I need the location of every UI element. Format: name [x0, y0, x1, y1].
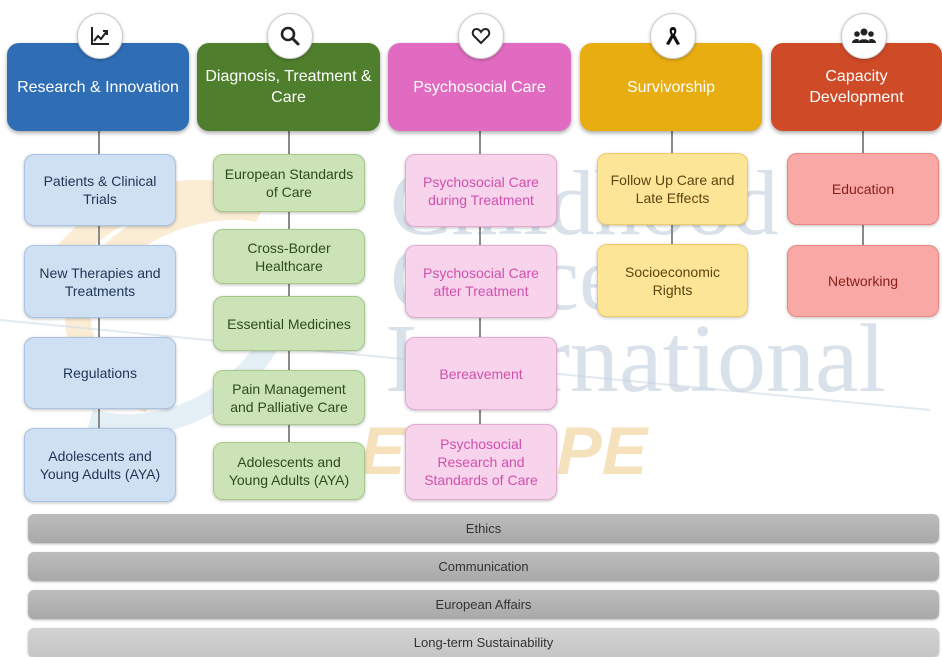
group-icon	[841, 13, 887, 59]
search-icon	[267, 13, 313, 59]
pillar-title: Survivorship	[626, 78, 716, 96]
item-psychosocial-during: Psychosocial Care during Treatment	[405, 154, 557, 227]
item-patients-clinical-trials: Patients & Clinical Trials	[24, 154, 176, 226]
item-label: Pain Management and Palliative Care	[230, 380, 348, 415]
item-label: Bereavement	[439, 365, 523, 382]
crosscutting-bar-sustainability: Long-term Sustainability	[28, 628, 939, 657]
item-label: Patients & Clinical Trials	[43, 173, 157, 207]
item-pain-management: Pain Management and Palliative Care	[213, 370, 365, 425]
pillar-title: Psychosocial Care	[413, 78, 546, 96]
ribbon-icon	[650, 13, 696, 59]
item-label: New Therapies and Treatments	[39, 264, 161, 299]
item-label: Psychosocial Research and Standards of C…	[424, 436, 538, 488]
item-label: Socioeconomic Rights	[625, 263, 720, 298]
item-european-standards: European Standards of Care	[213, 154, 365, 212]
bar-label: European Affairs	[435, 597, 532, 612]
item-label: Psychosocial Care after Treatment	[423, 264, 539, 299]
item-essential-medicines: Essential Medicines	[213, 296, 365, 351]
crosscutting-bar-ethics: Ethics	[28, 514, 939, 543]
item-label: Cross-Border Healthcare	[247, 239, 331, 274]
item-regulations: Regulations	[24, 337, 176, 409]
item-aya-research: Adolescents and Young Adults (AYA)	[24, 428, 176, 502]
item-label: Networking	[827, 273, 899, 289]
bar-label: Communication	[438, 559, 529, 574]
item-bereavement: Bereavement	[405, 337, 557, 410]
bar-label: Ethics	[465, 521, 502, 536]
item-label: Regulations	[63, 365, 137, 381]
item-education: Education	[787, 153, 939, 225]
item-new-therapies: New Therapies and Treatments	[24, 245, 176, 318]
item-label: Essential Medicines	[227, 315, 351, 332]
pillar-title: Capacity Development	[809, 68, 904, 106]
pillar-title: Research & Innovation	[17, 78, 179, 96]
item-networking: Networking	[787, 245, 939, 317]
crosscutting-bar-communication: Communication	[28, 552, 939, 581]
item-socioeconomic-rights: Socioeconomic Rights	[597, 244, 748, 317]
crosscutting-bar-european-affairs: European Affairs	[28, 590, 939, 619]
item-aya-diagnosis: Adolescents and Young Adults (AYA)	[213, 442, 365, 500]
item-label: Psychosocial Care during Treatment	[423, 173, 539, 208]
item-label: European Standards of Care	[224, 166, 354, 200]
item-psychosocial-after: Psychosocial Care after Treatment	[405, 245, 557, 318]
item-cross-border: Cross-Border Healthcare	[213, 229, 365, 284]
item-psychosocial-research: Psychosocial Research and Standards of C…	[405, 424, 557, 500]
bar-label: Long-term Sustainability	[413, 635, 554, 650]
pillar-header-diagnosis: Diagnosis, Treatment & Care	[197, 43, 380, 131]
item-follow-up-care: Follow Up Care and Late Effects	[597, 153, 748, 225]
item-label: Adolescents and Young Adults (AYA)	[228, 454, 350, 488]
item-label: Adolescents and Young Adults (AYA)	[39, 448, 161, 482]
pillar-title: Diagnosis, Treatment & Care	[205, 68, 372, 106]
item-label: Follow Up Care and Late Effects	[610, 172, 735, 206]
item-label: Education	[831, 181, 895, 197]
heart-icon	[458, 13, 504, 59]
chart-icon	[77, 13, 123, 59]
